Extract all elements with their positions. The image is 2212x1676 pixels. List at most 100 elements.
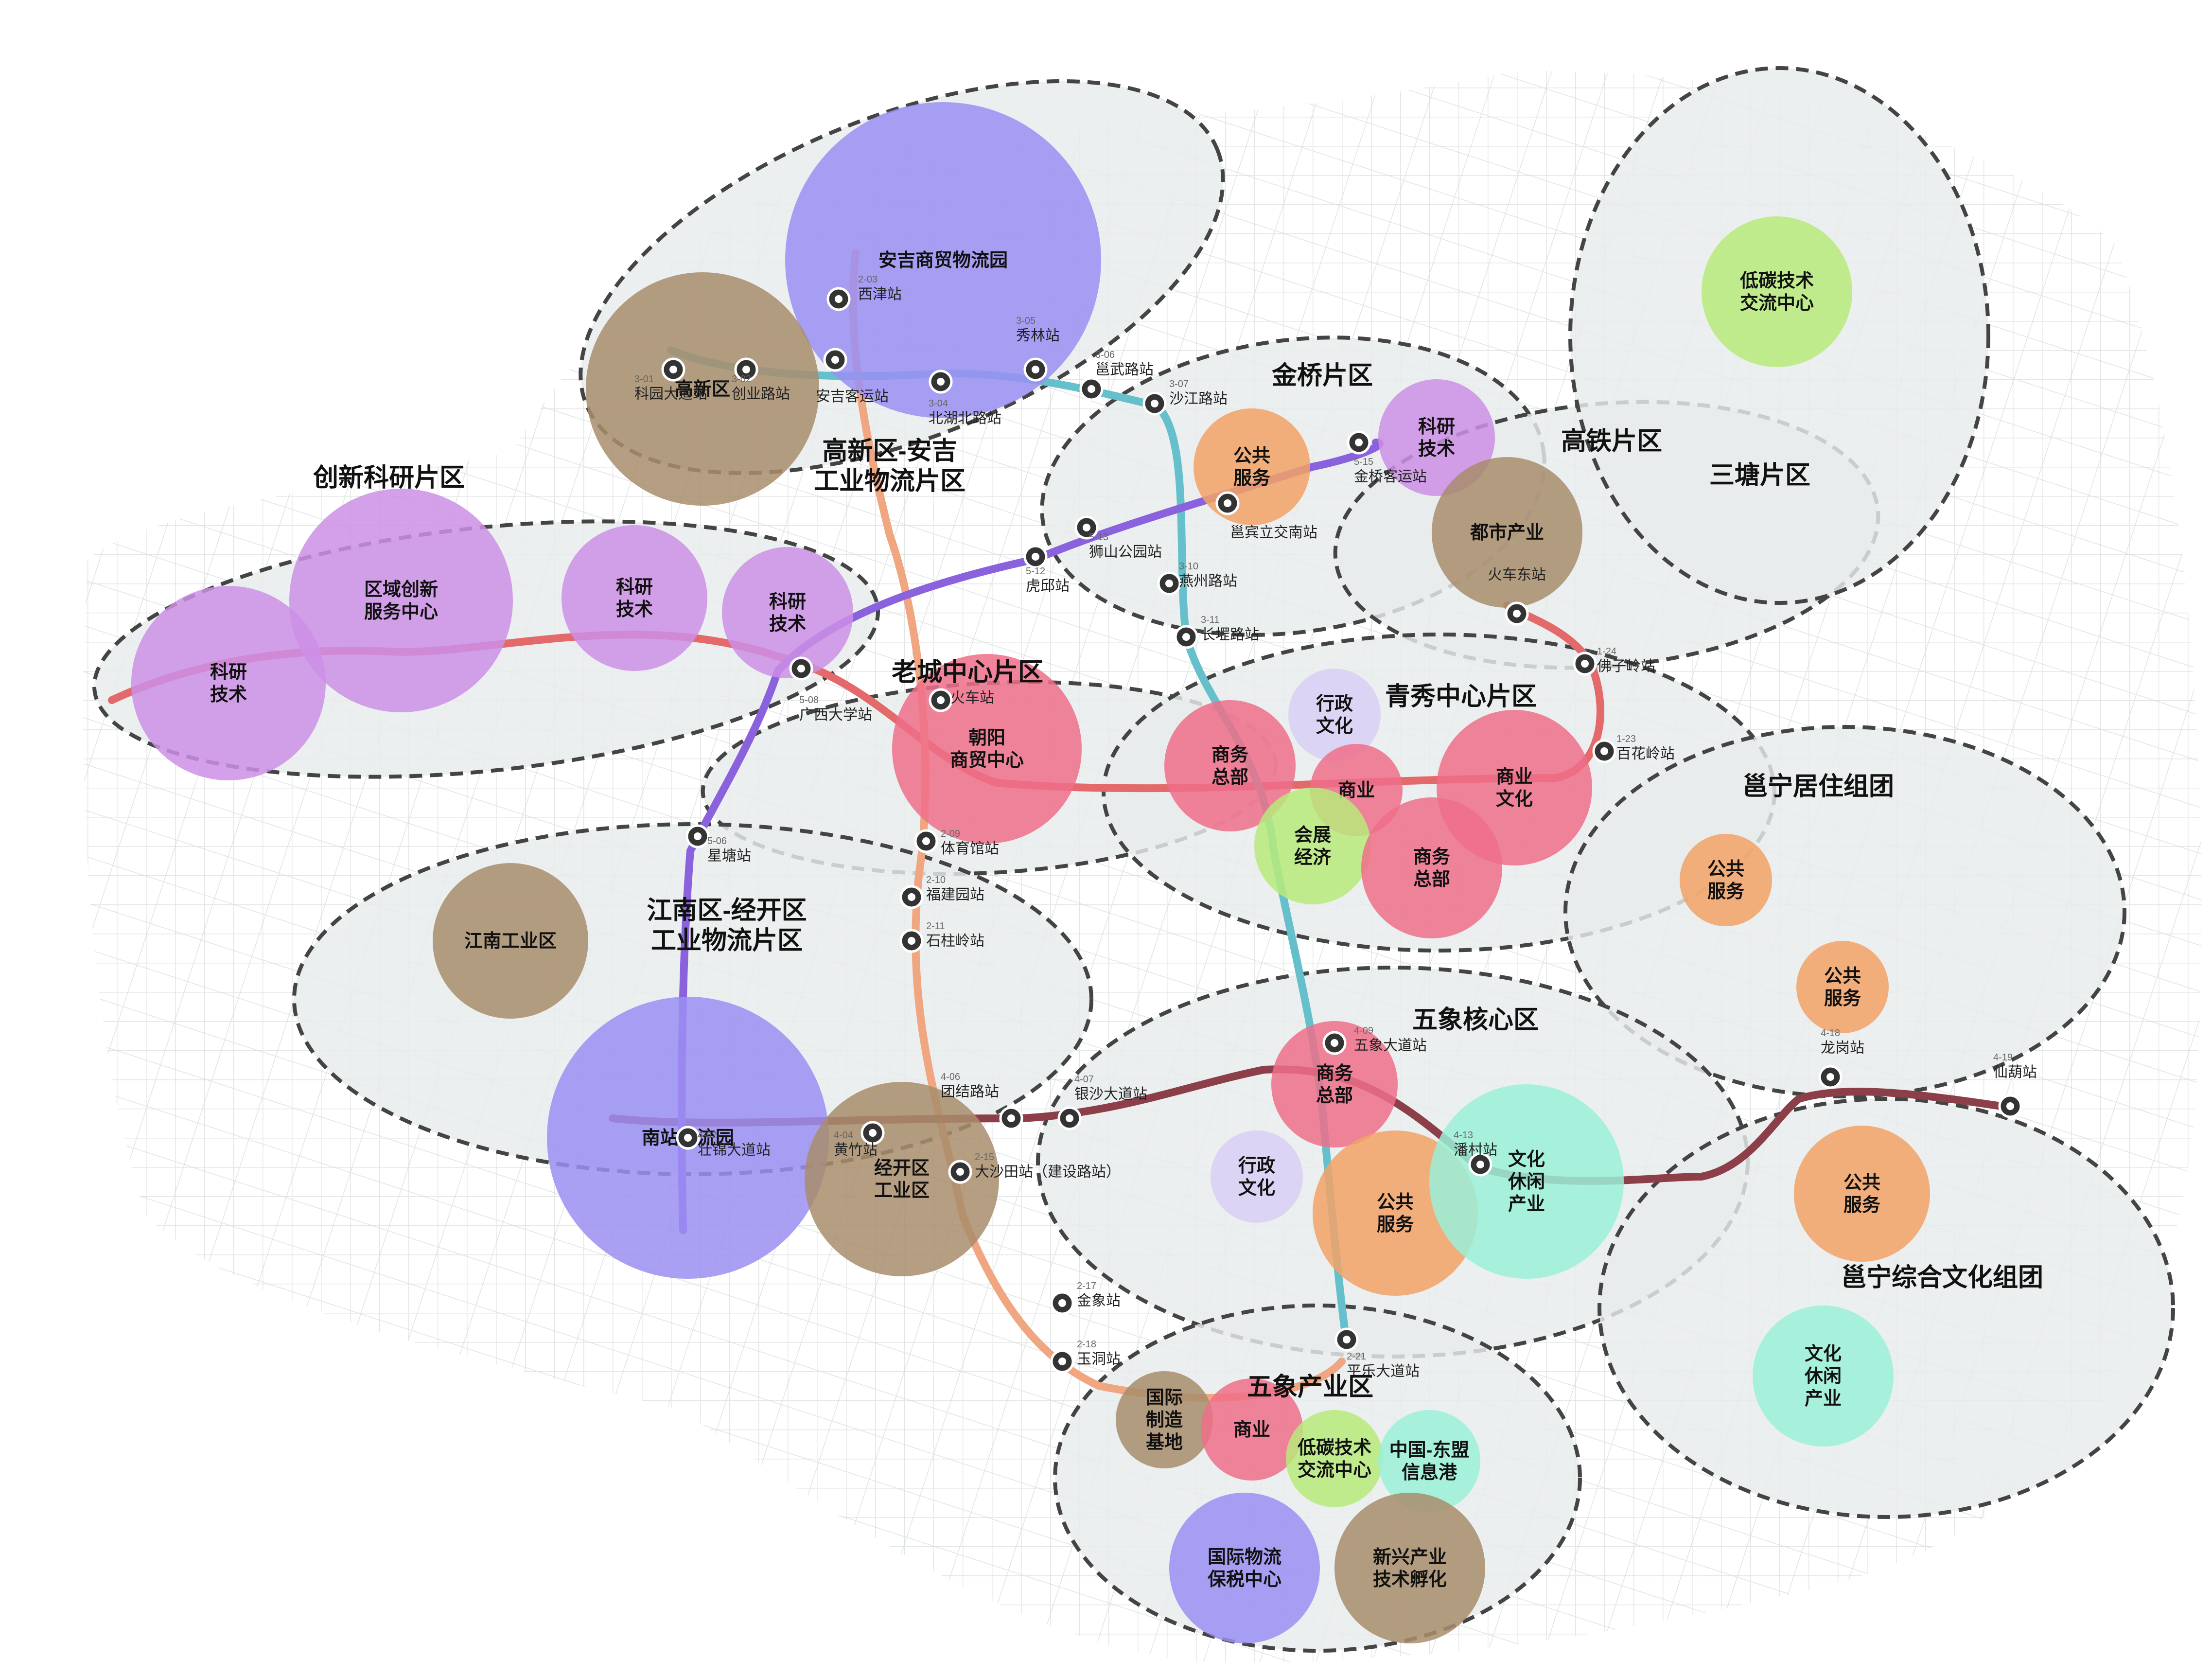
node-circle <box>1753 1306 1894 1447</box>
station-code: 4-19 <box>1993 1052 2013 1063</box>
node-label-line: 行政 <box>1238 1156 1275 1176</box>
node-label-line: 信息港 <box>1402 1463 1457 1483</box>
node-label-line: 都市产业 <box>1470 523 1544 543</box>
node-label-line: 产业 <box>1805 1389 1842 1409</box>
zone-label-wuxiang-core: 五象核心区 <box>1412 1006 1539 1034</box>
station-name: 大沙田站（建设路站） <box>975 1164 1121 1180</box>
station-code: 2-10 <box>926 875 946 885</box>
node-circle <box>1211 1130 1303 1223</box>
node-culture: 文化休闲产业 <box>1429 1084 1624 1279</box>
node-circle <box>1334 1493 1485 1643</box>
node-label: 科研技术 <box>210 662 247 705</box>
node-label-line: 服务 <box>1824 988 1861 1009</box>
node-label-line: 朝阳 <box>968 728 1005 748</box>
station-name: 体育馆站 <box>941 841 999 857</box>
node-label-line: 高新区 <box>675 379 730 400</box>
zone-label-line: 江南区-经开区 <box>647 897 807 925</box>
node-label: 朝阳商贸中心 <box>950 728 1024 771</box>
node-label-line: 低碳技术 <box>1298 1438 1371 1458</box>
node-circle <box>1378 1410 1480 1512</box>
station-name: 佛子岭站 <box>1597 658 1655 674</box>
node-label-line: 安吉商贸物流园 <box>878 250 1008 271</box>
zone-label-wuxiang-ind: 五象产业区 <box>1247 1373 1373 1401</box>
station-name: 火车东站 <box>1488 567 1546 583</box>
node-label-line: 新兴产业 <box>1373 1547 1447 1568</box>
station-name: 平乐大道站 <box>1347 1363 1420 1379</box>
station-marker-core <box>1343 1336 1351 1343</box>
node-label: 公共服务 <box>1824 966 1861 1009</box>
node-label-line: 科研 <box>616 577 653 598</box>
node-label-line: 中国-东盟 <box>1389 1440 1470 1461</box>
node-circle <box>1164 700 1296 831</box>
station-code: 4-04 <box>834 1130 853 1141</box>
node-label-line: 服务 <box>1233 468 1270 489</box>
station-marker-core <box>956 1168 964 1176</box>
node-label: 商务总部 <box>1413 847 1450 890</box>
station-name: 百花岭站 <box>1616 746 1675 762</box>
node-circle <box>1271 1021 1398 1147</box>
station-name: 星塘站 <box>707 848 751 864</box>
station-code: 4-09 <box>1354 1025 1373 1036</box>
node-label-line: 行政 <box>1316 694 1353 714</box>
zone-label-line: 高新区-安吉 <box>822 437 957 465</box>
node-label: 科研技术 <box>769 592 806 635</box>
station-marker-core <box>1066 1114 1073 1122</box>
node-circle <box>1794 1126 1930 1262</box>
node-label-line: 公共 <box>1843 1173 1880 1193</box>
node-label-line: 商业 <box>1496 767 1533 787</box>
station-marker-core <box>1032 553 1039 561</box>
station-code: 1-23 <box>1616 734 1636 744</box>
node-circle <box>1796 941 1889 1033</box>
station-marker-core <box>797 665 805 672</box>
station-code: 5-06 <box>707 836 727 847</box>
node-label: 公共服务 <box>1707 859 1744 902</box>
node-label: 低碳技术交流中心 <box>1298 1438 1371 1481</box>
station-code: 3-06 <box>1095 350 1115 360</box>
station-marker-core <box>1355 439 1363 446</box>
node-label: 公共服务 <box>1843 1173 1880 1216</box>
station-marker-core <box>1581 660 1589 668</box>
node-label-line: 制造 <box>1146 1410 1183 1430</box>
station-marker-core <box>1058 1299 1066 1307</box>
node-public: 公共服务 <box>1194 408 1310 525</box>
station-code: 2-09 <box>941 829 960 839</box>
node-label-line: 国际 <box>1146 1388 1183 1408</box>
metro-station: 火车东站 <box>1488 567 1546 626</box>
node-industry: 高新区 <box>586 272 819 506</box>
station-code: 2-21 <box>1347 1351 1366 1362</box>
node-circle <box>1702 216 1852 367</box>
station-name: 石柱岭站 <box>926 933 984 949</box>
zone-yongning-res <box>1563 725 2126 1098</box>
station-marker-core <box>937 696 945 704</box>
zone-label-santang: 三塘片区 <box>1709 461 1810 490</box>
station-code: 3-11 <box>1201 615 1220 625</box>
node-research: 区域创新服务中心 <box>289 489 513 712</box>
node-label: 科研技术 <box>616 577 653 620</box>
station-marker-core <box>684 1134 692 1142</box>
node-logistics: 国际物流保税中心 <box>1169 1493 1320 1643</box>
node-public: 公共服务 <box>1680 834 1772 926</box>
node-circle <box>722 547 853 678</box>
node-label-line: 文化 <box>1316 716 1353 737</box>
node-label: 经开区工业区 <box>874 1158 930 1201</box>
node-label: 文化休闲产业 <box>1508 1149 1545 1215</box>
station-marker-core <box>1083 524 1090 531</box>
station-name: 五象大道站 <box>1354 1038 1427 1054</box>
node-label-line: 服务 <box>1843 1195 1880 1216</box>
node-label-line: 经济 <box>1294 847 1332 868</box>
station-code: 4-06 <box>941 1072 960 1082</box>
node-public: 公共服务 <box>1796 941 1889 1033</box>
station-marker-core <box>669 366 677 373</box>
